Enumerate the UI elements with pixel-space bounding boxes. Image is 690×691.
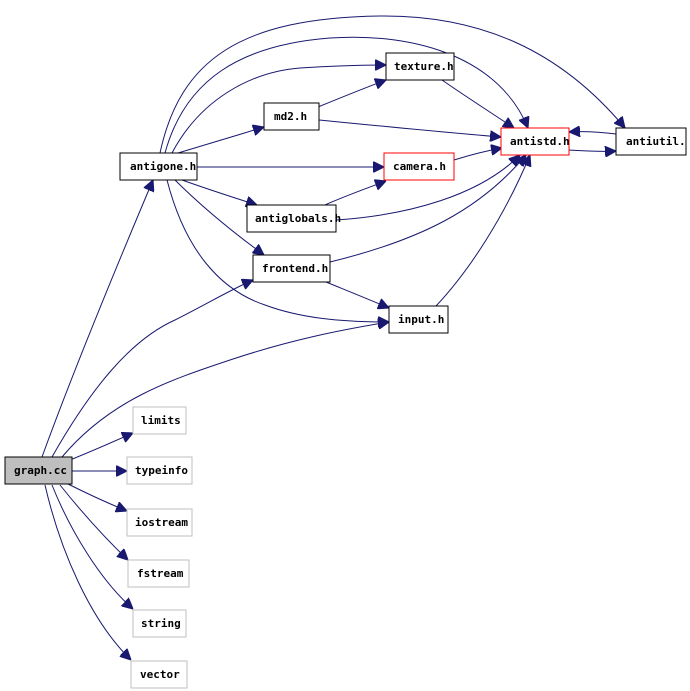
edge-antigone-to-frontend (174, 179, 264, 255)
node-graph-cc[interactable]: graph.cc (4, 456, 73, 485)
edge-antigone-to-antiglobals (181, 179, 257, 205)
node-fstream[interactable]: fstream (127, 559, 190, 588)
node-antigone-h[interactable]: antigone.h (119, 152, 198, 181)
node-label: vector (140, 668, 180, 681)
node-antiutil[interactable]: antiutil. (615, 127, 687, 156)
edge-antiglobals-to-antistd (335, 155, 520, 221)
edges (41, 15, 625, 660)
edge-graph-to-antigone (41, 180, 153, 458)
node-typeinfo[interactable]: typeinfo (126, 456, 193, 485)
edge-camera-to-antistd (453, 148, 502, 161)
edge-graph-to-limits (69, 433, 133, 461)
node-label: camera.h (393, 160, 446, 173)
edge-antiutil-to-antistd (569, 132, 617, 134)
node-label: graph.cc (14, 464, 67, 477)
node-camera-h[interactable]: camera.h (383, 152, 455, 181)
edge-antistd-to-antiutil (568, 150, 616, 151)
edge-antigone-to-antistd (164, 36, 528, 154)
edge-frontend-to-antistd (329, 155, 526, 263)
node-iostream[interactable]: iostream (126, 508, 193, 537)
node-label: antistd.h (510, 135, 570, 148)
edge-antigone-to-md2 (177, 127, 264, 154)
node-input-h[interactable]: input.h (388, 305, 449, 334)
node-limits[interactable]: limits (132, 406, 187, 435)
node-texture-h[interactable]: texture.h (385, 52, 455, 81)
edge-md2-to-antistd (318, 119, 501, 137)
node-frontend-h[interactable]: frontend.h (252, 254, 331, 283)
edge-texture-to-antistd (441, 79, 514, 128)
edge-graph-to-vector (44, 484, 131, 660)
node-label: iostream (135, 516, 188, 529)
node-label: fstream (137, 567, 184, 580)
node-label: frontend.h (262, 262, 328, 275)
node-label: limits (141, 414, 181, 427)
nodes: graph.cc antigone.h md2.h texture.h came… (4, 52, 687, 689)
edge-graph-to-frontend (51, 280, 253, 458)
edge-graph-to-fstream (59, 484, 128, 560)
node-antiglobals-h[interactable]: antiglobals.h (246, 204, 341, 233)
node-label: typeinfo (135, 464, 188, 477)
edge-md2-to-texture (317, 80, 386, 108)
node-label: texture.h (394, 60, 454, 73)
edge-antigone-to-input (166, 179, 389, 322)
node-label: md2.h (274, 110, 307, 123)
edge-graph-to-string (51, 484, 133, 609)
edge-antigone-to-texture (171, 65, 386, 154)
edge-graph-to-input (61, 322, 389, 458)
node-label: antiutil. (626, 135, 686, 148)
node-md2-h[interactable]: md2.h (263, 102, 320, 131)
edge-antigone-to-antiutil (159, 15, 625, 154)
node-label: antigone.h (130, 160, 196, 173)
node-antistd-h[interactable]: antistd.h (500, 127, 570, 156)
node-vector[interactable]: vector (130, 660, 188, 689)
node-label: input.h (398, 313, 444, 326)
edge-graph-to-iostream (67, 483, 127, 511)
edge-frontend-to-input (325, 281, 389, 308)
node-label: string (141, 617, 181, 630)
edge-input-to-antistd (435, 155, 530, 307)
node-string[interactable]: string (132, 609, 187, 638)
edge-antiglobals-to-camera (324, 181, 386, 206)
node-label: antiglobals.h (255, 212, 341, 225)
